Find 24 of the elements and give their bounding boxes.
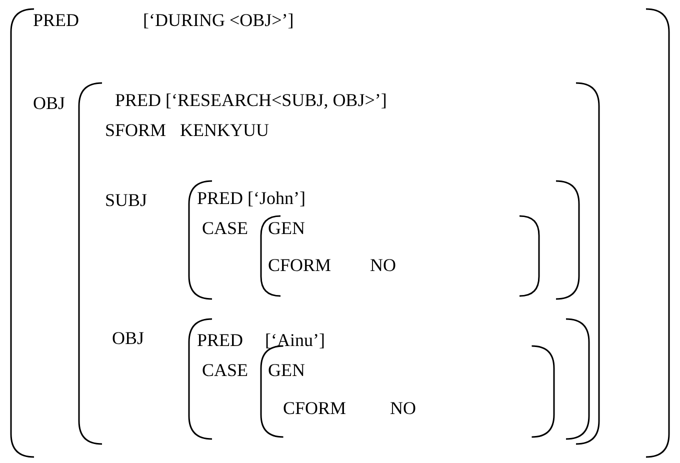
feature-text: PRED [‘John’] bbox=[197, 188, 306, 208]
attribute-value-matrix bbox=[188, 318, 590, 440]
feature-text: CFORM bbox=[268, 255, 332, 275]
feature-text: [‘Ainu’] bbox=[265, 330, 325, 350]
attribute-value-matrix bbox=[10, 8, 670, 458]
feature-text: GEN bbox=[268, 218, 305, 238]
feature-text: CFORM bbox=[283, 398, 346, 418]
feature-text: PRED bbox=[197, 330, 244, 350]
feature-text: NO bbox=[390, 398, 416, 418]
attribute-value-matrix bbox=[78, 82, 600, 445]
feature-text: GEN bbox=[268, 360, 305, 380]
feature-text: PRED [‘RESEARCH<SUBJ, OBJ>’] bbox=[115, 90, 387, 110]
feature-text: SFORM bbox=[105, 120, 166, 140]
feature-text: SUBJ bbox=[105, 190, 148, 210]
attribute-value-matrix bbox=[188, 180, 580, 300]
feature-text: CASE bbox=[202, 360, 248, 380]
feature-text: OBJ bbox=[33, 93, 66, 113]
attribute-value-matrix bbox=[260, 215, 540, 297]
feature-text: [‘DURING <OBJ>’] bbox=[143, 10, 294, 30]
feature-text: CASE bbox=[202, 218, 248, 238]
feature-text: PRED bbox=[33, 10, 80, 30]
feature-text: KENKYUU bbox=[180, 120, 269, 140]
feature-text: OBJ bbox=[112, 328, 144, 348]
feature-text: NO bbox=[370, 255, 396, 275]
